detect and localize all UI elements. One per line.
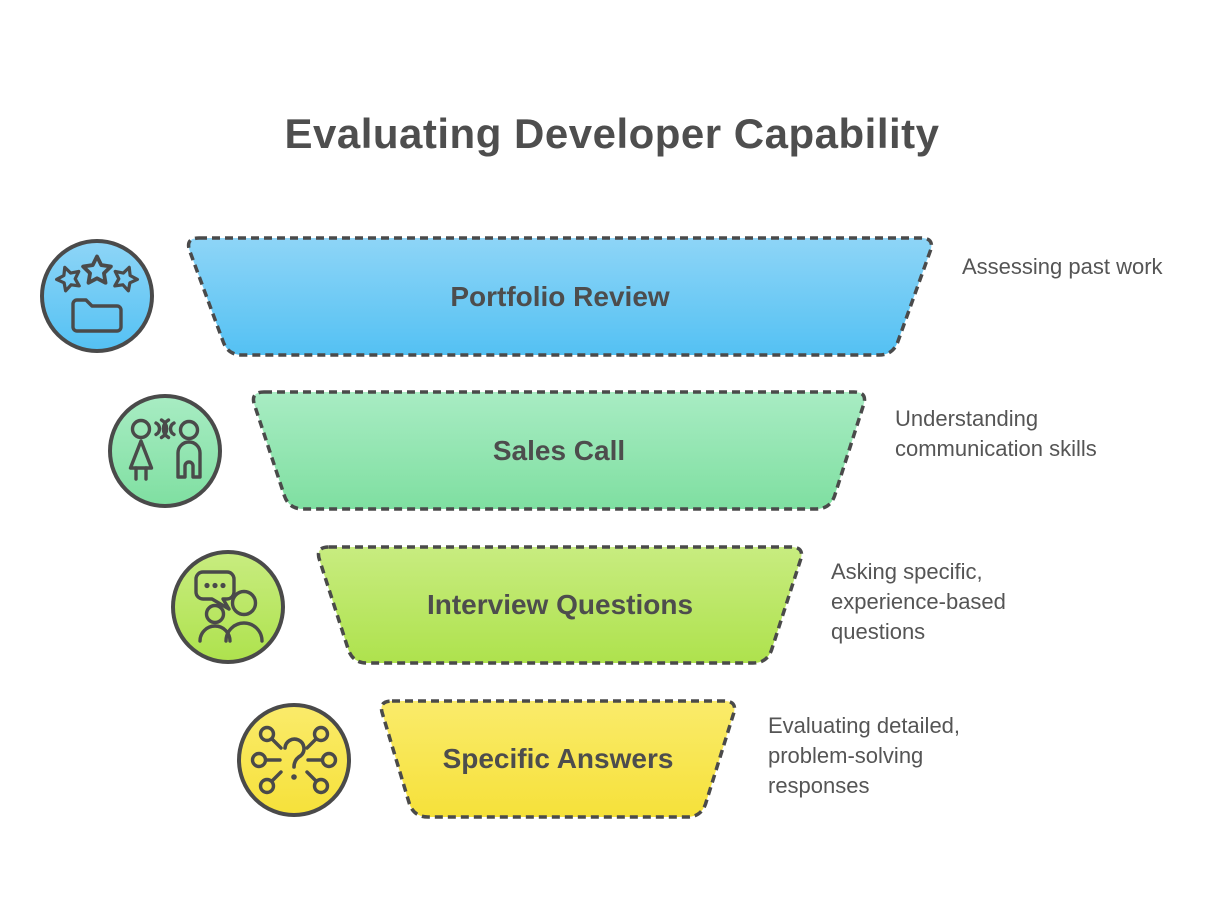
note-interview-questions: Asking specific, experience-based questi… <box>831 559 1006 644</box>
question-dot <box>291 774 297 780</box>
icon-circle-green <box>108 394 222 508</box>
bubble-dots <box>204 582 226 589</box>
funnel-stage-interview-questions <box>316 545 804 665</box>
page-title: Evaluating Developer Capability <box>284 110 940 157</box>
funnel-stage-specific-answers <box>379 699 737 819</box>
note-sales-call: Understanding communication skills <box>895 406 1097 461</box>
folder-glyph <box>71 298 123 333</box>
funnel-stage-portfolio-review <box>186 236 934 357</box>
stars-and-folder-icon <box>40 239 154 353</box>
chat-glyphs <box>194 570 264 643</box>
network-glyphs <box>250 725 338 795</box>
speech-bubble-people-icon <box>171 550 285 664</box>
icon-circle-blue <box>40 239 154 353</box>
funnel-stage-sales-call <box>251 390 867 511</box>
note-portfolio-review: Assessing past work <box>962 254 1163 279</box>
two-people-talking-icon <box>108 394 222 508</box>
note-specific-answers: Evaluating detailed, problem-solving res… <box>768 713 961 798</box>
people-glyphs <box>128 418 202 481</box>
question-network-icon <box>237 703 351 817</box>
three-stars-glyph <box>55 254 139 293</box>
